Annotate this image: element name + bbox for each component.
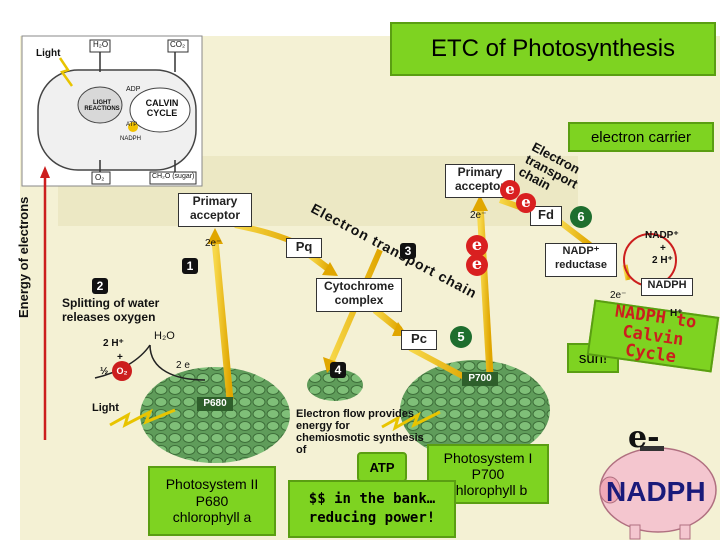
inset-o2-label: O₂ [95, 173, 104, 182]
two-e-label-b: 2e⁻ [470, 210, 486, 221]
slide-title: ETC of Photosynthesis [390, 22, 716, 76]
nadp-plus-label: NADP⁺ [645, 230, 679, 241]
inset-h2o-label: H₂O [93, 40, 108, 49]
piggy-electron-label: e- [628, 420, 660, 455]
atp-text: ATP [369, 460, 394, 475]
half-label: ½ [100, 366, 108, 377]
water-h2o-label: H₂O [154, 330, 175, 342]
step-3-badge: 3 [400, 243, 416, 259]
inset-sugar-label: CH₂O (sugar) [152, 173, 194, 180]
bank-callout: $$ in the bank… reducing power! [288, 480, 456, 538]
y-axis-label: Energy of electrons [16, 258, 36, 318]
pc-box: Pc [401, 330, 437, 350]
step-6-badge: 6 [570, 206, 592, 228]
electron-4: e [516, 193, 536, 213]
cytochrome-complex-text: Cytochrome complex [324, 279, 394, 307]
inset-calvin-label: CALVIN CYCLE [142, 98, 182, 118]
electron-carrier-label: electron carrier [568, 122, 714, 152]
inset-nadph-label: NADPH [120, 136, 141, 142]
cytochrome-complex-box: Cytochrome complex [316, 278, 402, 312]
h-plus-label: H⁺ [670, 308, 683, 319]
p700-label: P700 [462, 372, 498, 386]
plus-label: + [660, 243, 666, 254]
two-e-label-c: 2e⁻ [610, 290, 626, 301]
splitting-water-label: Splitting of water releases oxygen [62, 296, 180, 324]
nadp-reductase-text: NADP⁺ reductase [555, 245, 607, 271]
step-4-badge: 4 [330, 362, 346, 378]
primary-acceptor-left-box: Primary acceptor [178, 193, 252, 227]
inset-co2-label: CO₂ [170, 40, 185, 49]
light-bottom-label: Light [92, 402, 119, 414]
oxygen-molecule: O₂ [112, 361, 132, 381]
fd-box: Fd [530, 206, 562, 226]
photosystem-i-text: Photosystem I P700 chlorophyll b [444, 450, 533, 498]
inset-light-label: Light [36, 48, 60, 59]
electron-carrier-text: electron carrier [591, 129, 691, 146]
primary-acceptor-right-text: Primary acceptor [455, 165, 505, 193]
photosystem-ii-text: Photosystem II P680 chlorophyll a [166, 476, 259, 526]
step-1-badge: 1 [182, 258, 198, 274]
two-e-label-a: 2e⁻ [205, 238, 221, 249]
inset-atp-label: ATP [126, 122, 137, 128]
photosystem-ii-callout: Photosystem II P680 chlorophyll a [148, 466, 276, 536]
electron-2: e [466, 254, 488, 276]
two-h-plus-label: 2 H⁺ [652, 255, 673, 266]
primary-acceptor-left-text: Primary acceptor [190, 194, 240, 222]
inset-adp-label: ADP [126, 86, 140, 93]
p680-label: P680 [197, 397, 233, 411]
slide-title-text: ETC of Photosynthesis [431, 35, 675, 63]
step-2-badge: 2 [92, 278, 108, 294]
piggy-nadph-label: NADPH [606, 476, 706, 508]
two-e-label-e: 2 e [176, 360, 190, 371]
atp-badge: ATP [357, 452, 407, 482]
step-5-badge: 5 [450, 326, 472, 348]
nadph-box: NADPH [641, 278, 693, 296]
electron-flow-text: Electron flow provides energy for chemio… [296, 408, 424, 456]
bank-text: $$ in the bank… reducing power! [309, 490, 435, 528]
pq-box: Pq [286, 238, 322, 258]
inset-light-reactions-label: LIGHT REACTIONS [78, 100, 126, 112]
nadp-reductase-box: NADP⁺ reductase [545, 243, 617, 277]
two-h-label: 2 H⁺ [103, 338, 124, 349]
